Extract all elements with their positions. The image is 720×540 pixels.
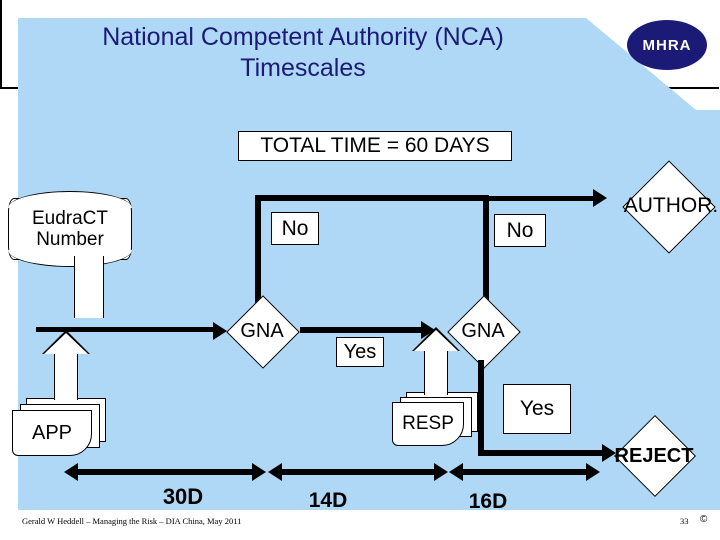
content-background bbox=[18, 110, 720, 510]
node-resp-label: RESP bbox=[402, 413, 454, 434]
header-banner bbox=[18, 18, 720, 146]
blockarrow-app-head-fill bbox=[44, 333, 88, 354]
arrowhead-to-reject bbox=[602, 444, 616, 462]
blockarrow-resp-up bbox=[410, 327, 464, 395]
resp-sheet-front: RESP bbox=[392, 402, 464, 446]
blockarrow-app-up bbox=[40, 330, 94, 400]
edge-label-yes-right: Yes bbox=[503, 384, 571, 434]
node-gna-left: GNA bbox=[222, 295, 302, 369]
page-title-line1: National Competent Authority (NCA) bbox=[102, 23, 504, 51]
node-app: APP bbox=[12, 398, 108, 456]
timeline-seg1-line bbox=[78, 469, 258, 475]
connector-top-horizontal bbox=[255, 195, 489, 201]
node-gna-right: GNA bbox=[443, 295, 523, 369]
timeline-seg3-arrow-left bbox=[449, 463, 463, 481]
node-eudract-number: EudraCT Number bbox=[8, 191, 132, 267]
eudract-stem bbox=[74, 256, 104, 318]
connector-gna-left-to-right bbox=[300, 327, 425, 333]
flag-wave-top bbox=[8, 191, 132, 208]
total-time-banner: TOTAL TIME = 60 DAYS bbox=[238, 131, 512, 161]
page-title: National Competent Authority (NCA) Times… bbox=[18, 22, 588, 84]
app-sheet-front: APP bbox=[12, 410, 92, 456]
connector-right-vertical bbox=[483, 195, 489, 310]
arrowhead-gna-left bbox=[213, 322, 227, 340]
node-resp: RESP bbox=[392, 392, 482, 450]
arrowhead-to-author bbox=[593, 189, 607, 207]
node-author: AUTHOR. bbox=[606, 160, 720, 254]
copyright-icon: © bbox=[700, 514, 708, 525]
timeline-seg2-label: 14D bbox=[308, 489, 348, 512]
timeline-seg2-line bbox=[281, 469, 439, 475]
footer-credit: Gerald W Heddell – Managing the Risk – D… bbox=[22, 516, 242, 526]
timeline-seg2-arrow-right bbox=[434, 463, 448, 481]
connector-app-to-gna-left bbox=[36, 327, 218, 332]
connector-gna-right-down bbox=[478, 360, 484, 456]
node-gna-left-label: GNA bbox=[240, 319, 284, 342]
footer-page-number: 33 bbox=[680, 516, 689, 526]
edge-label-no-left: No bbox=[271, 212, 319, 245]
timeline-seg1-arrow-right bbox=[252, 463, 266, 481]
mhra-logo-text: MHRA bbox=[642, 36, 692, 54]
connector-left-vertical bbox=[255, 195, 261, 310]
edge-label-no-right: No bbox=[494, 214, 546, 247]
page-title-line2: Timescales bbox=[240, 54, 366, 82]
timeline-seg3-arrow-right bbox=[586, 463, 600, 481]
connector-to-author bbox=[489, 196, 594, 201]
timeline-seg1-label: 30D bbox=[162, 484, 204, 509]
node-reject: REJECT bbox=[588, 414, 720, 498]
timeline-seg3-label: 16D bbox=[468, 490, 508, 513]
timeline-seg1-arrow-left bbox=[64, 463, 78, 481]
node-eudract-line2: Number bbox=[36, 229, 104, 250]
blockarrow-resp-head-fill bbox=[414, 330, 458, 351]
mhra-logo: MHRA bbox=[627, 20, 707, 70]
timeline-seg2-arrow-left bbox=[268, 463, 282, 481]
node-gna-right-label: GNA bbox=[461, 319, 505, 342]
blockarrow-resp-shaft bbox=[424, 349, 448, 395]
node-reject-label: REJECT bbox=[614, 444, 694, 467]
blockarrow-app-shaft bbox=[54, 352, 78, 400]
timeline-seg3-line bbox=[462, 469, 592, 475]
connector-to-reject bbox=[478, 450, 606, 456]
edge-label-yes-middle: Yes bbox=[336, 337, 384, 367]
node-author-label: AUTHOR. bbox=[623, 194, 719, 217]
node-app-label: APP bbox=[31, 421, 73, 444]
node-eudract-line1: EudraCT bbox=[31, 207, 109, 229]
